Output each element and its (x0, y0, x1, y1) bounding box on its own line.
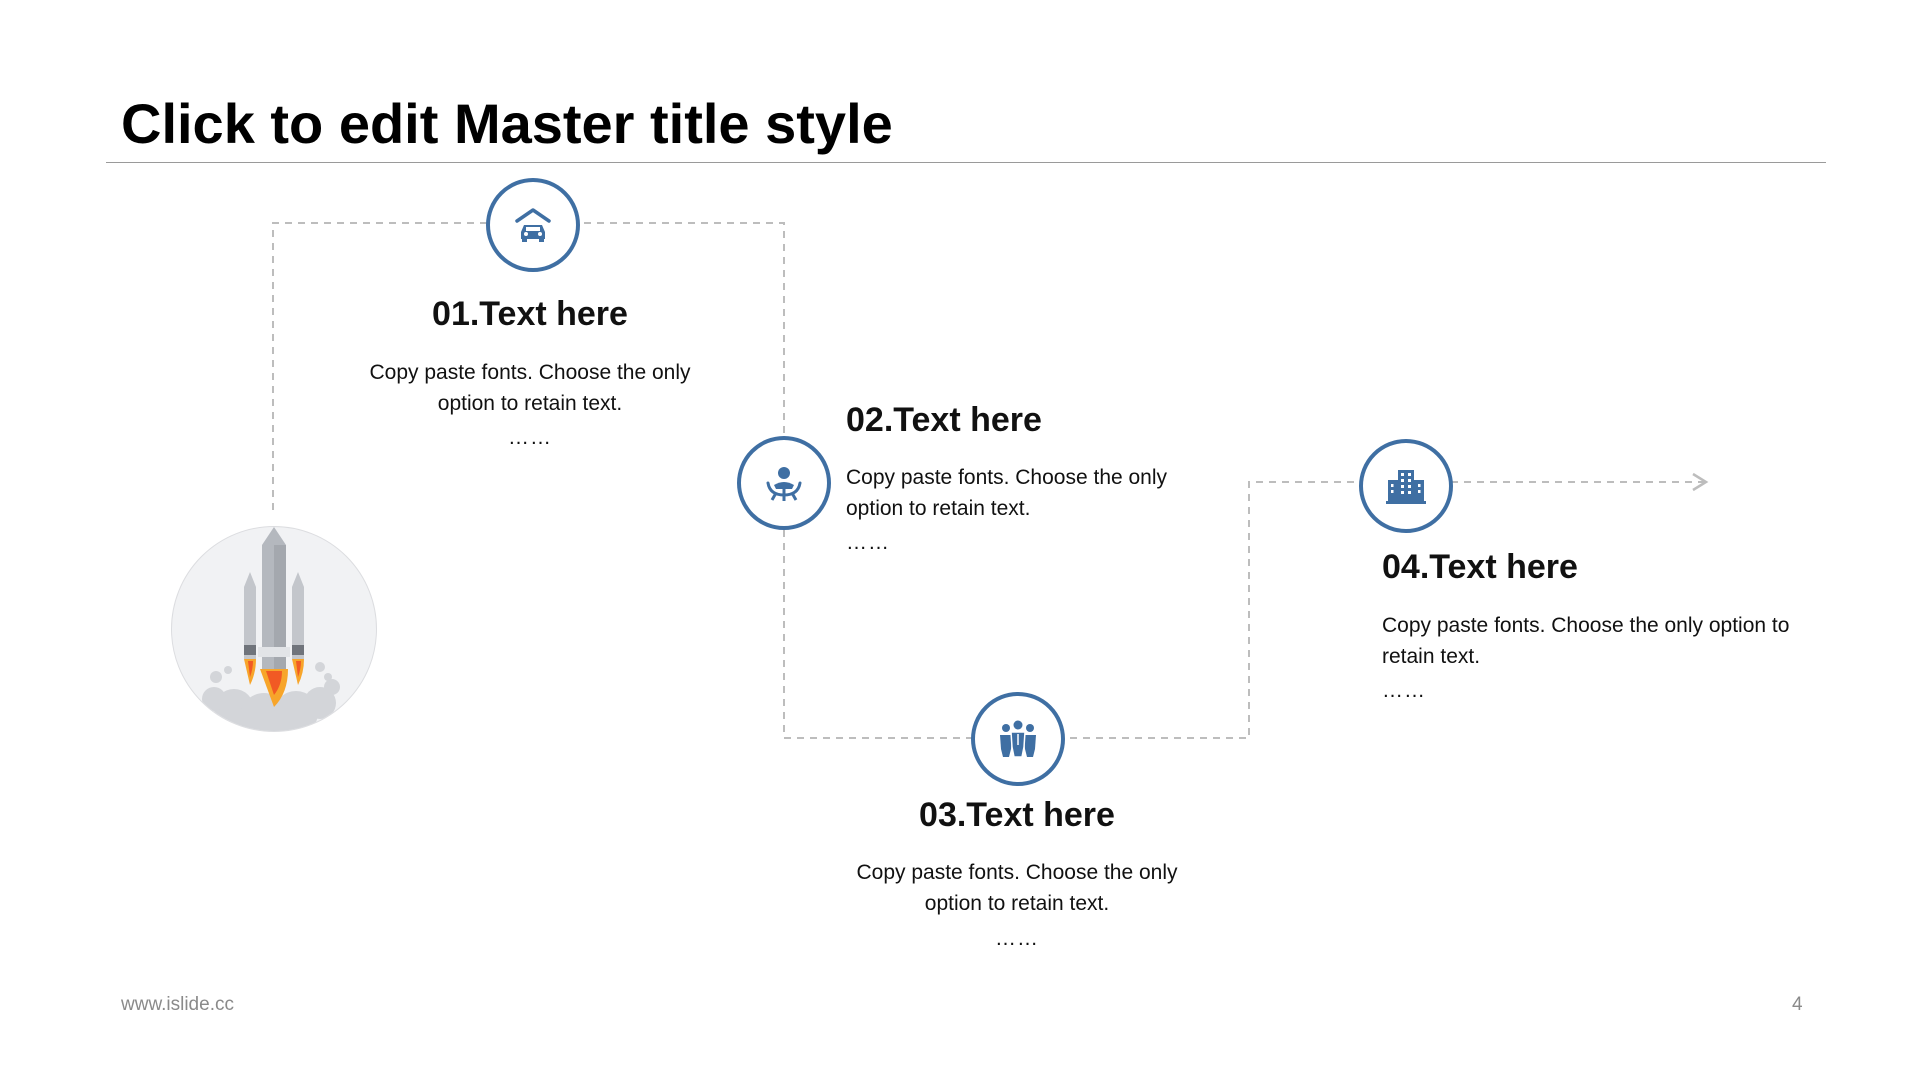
rocket-illustration (171, 526, 377, 732)
step-04-description-line-1: Copy paste fonts. Choose the only option… (1382, 614, 1790, 637)
office-building-icon (1386, 470, 1426, 504)
step-03-icon-badge (971, 692, 1065, 786)
step-04-more: …… (1382, 679, 1426, 702)
slide-title[interactable]: Click to edit Master title style (121, 92, 893, 155)
step-02-description-line-2: option to retain text. (846, 497, 1031, 520)
step-02-description-line-1: Copy paste fonts. Choose the only (846, 466, 1168, 489)
step-03-more: …… (995, 927, 1039, 950)
step-01-title[interactable]: 01.Text here (432, 295, 628, 333)
car-garage-icon (515, 208, 551, 242)
step-02-description[interactable]: Copy paste fonts. Choose the only option… (846, 462, 1246, 524)
rocket-launch-icon (202, 527, 340, 731)
title-divider (106, 162, 1826, 163)
page-number: 4 (1792, 994, 1803, 1015)
step-03-description-line-2: option to retain text. (924, 892, 1110, 915)
dashed-connector-line (272, 222, 1705, 739)
step-01-icon-badge (486, 178, 580, 272)
step-02-more: …… (846, 531, 890, 554)
step-04-description-line-2: retain text. (1382, 645, 1481, 668)
person-network-icon (766, 467, 802, 501)
step-04-title[interactable]: 04.Text here (1382, 548, 1578, 586)
arrow-head-icon (1692, 472, 1709, 492)
step-03-title[interactable]: 03.Text here (919, 796, 1115, 834)
footer-url: www.islide.cc (121, 994, 234, 1015)
step-03-description-line-1: Copy paste fonts. Choose the only (856, 861, 1178, 884)
step-02-icon-badge (737, 436, 831, 530)
step-04-icon-badge (1359, 439, 1453, 533)
team-group-icon (1000, 720, 1036, 758)
step-01-description[interactable]: Copy paste fonts. Choose the only option… (330, 357, 730, 419)
step-03-description[interactable]: Copy paste fonts. Choose the only option… (817, 857, 1217, 919)
step-01-more: …… (508, 426, 552, 449)
step-04-description[interactable]: Copy paste fonts. Choose the only option… (1382, 610, 1822, 672)
step-01-description-line-1: Copy paste fonts. Choose the only (369, 361, 691, 384)
step-02-title[interactable]: 02.Text here (846, 401, 1042, 439)
step-01-description-line-2: option to retain text. (437, 392, 623, 415)
